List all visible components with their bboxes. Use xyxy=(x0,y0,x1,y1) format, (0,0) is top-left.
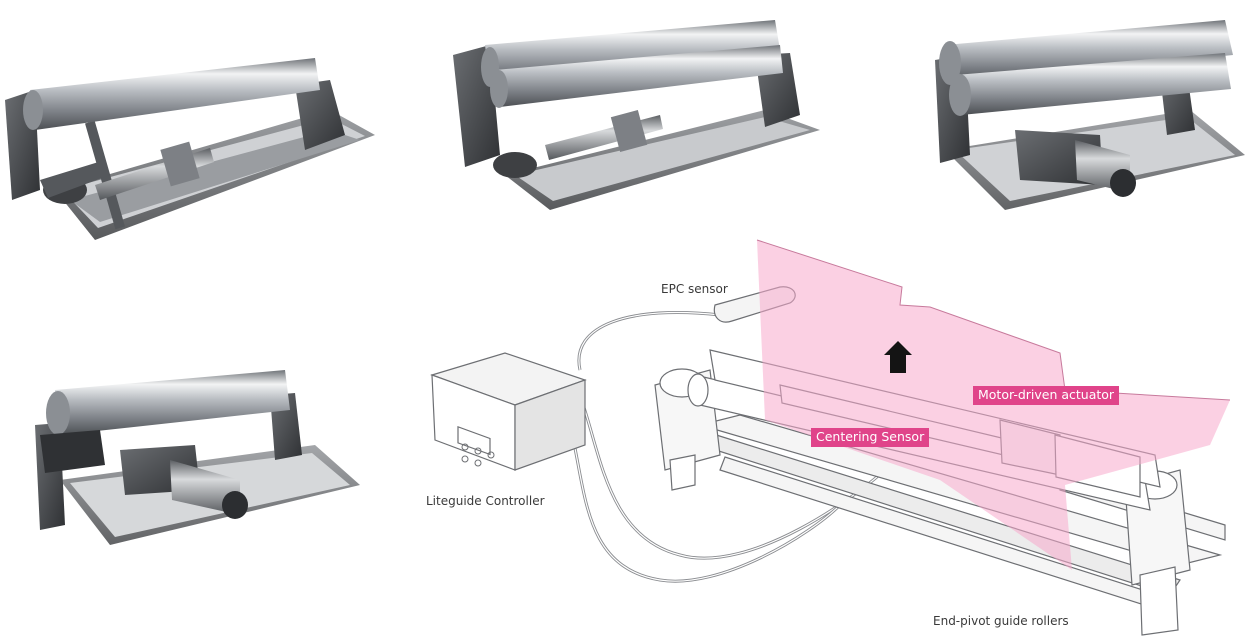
guide-roller-product-2 xyxy=(453,20,820,210)
end-pivot-guide-rollers-label: End-pivot guide rollers xyxy=(933,614,1069,628)
guide-roller-product-4 xyxy=(35,370,360,545)
motor-driven-actuator-tag: Motor-driven actuator xyxy=(973,386,1120,405)
liteguide-controller-unit xyxy=(430,352,587,471)
guide-roller-product-3 xyxy=(935,20,1245,210)
liteguide-controller-label: Liteguide Controller xyxy=(426,494,545,508)
centering-sensor-tag: Centering Sensor xyxy=(811,428,930,447)
epc-sensor-label: EPC sensor xyxy=(661,282,728,296)
web-material-overlay xyxy=(757,240,1230,570)
web-direction-arrow-icon xyxy=(884,341,912,373)
guide-roller-product-1 xyxy=(5,58,375,240)
